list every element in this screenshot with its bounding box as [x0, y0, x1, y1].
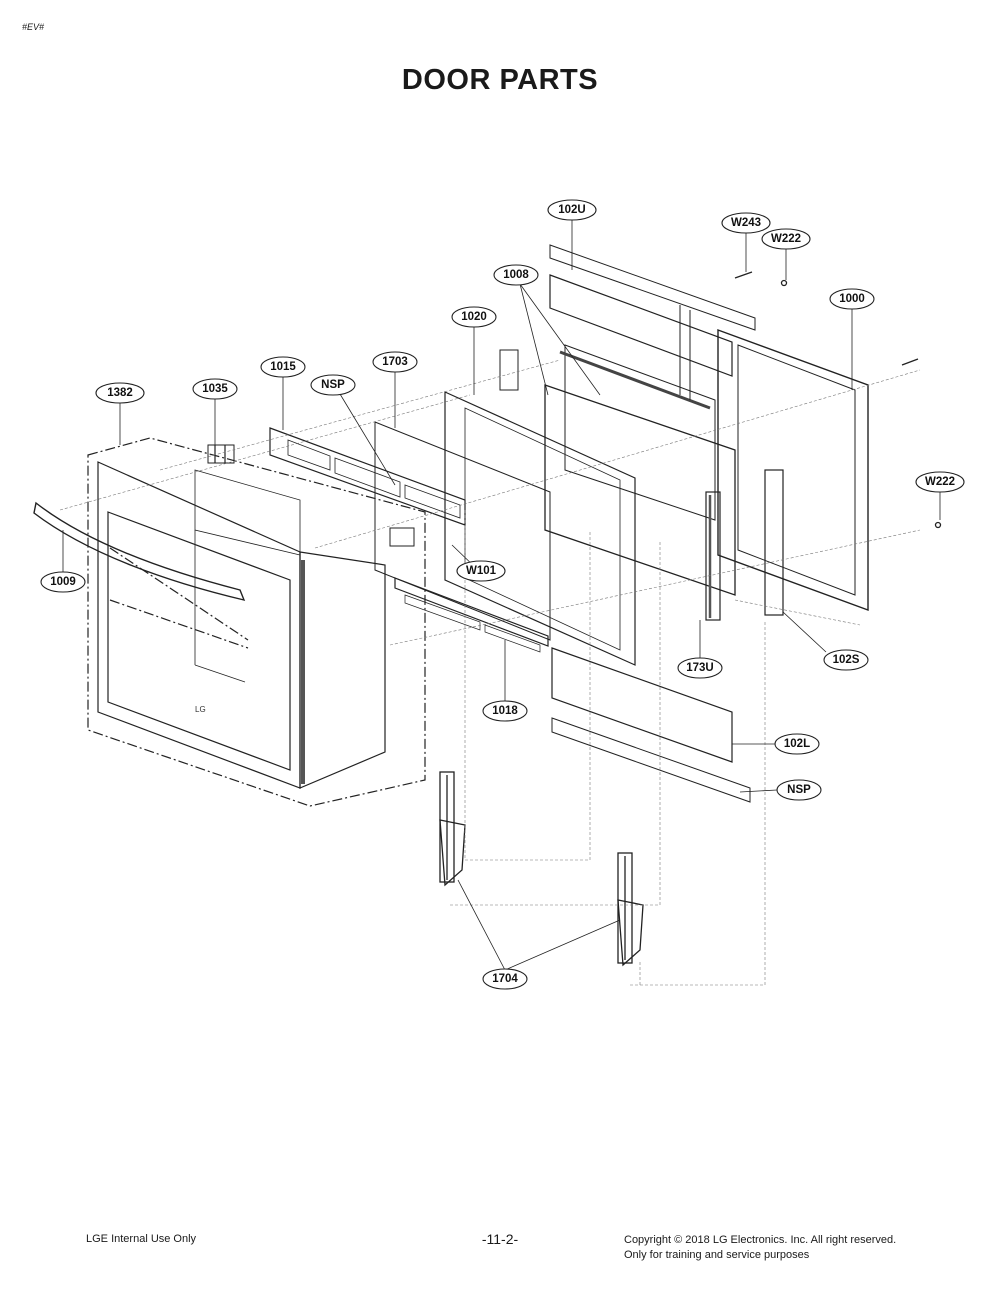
- copyright-line-2: Only for training and service purposes: [624, 1249, 810, 1261]
- guide-lines: [59, 359, 921, 986]
- callout-ellipses: [40, 199, 965, 990]
- callout-w222-top: W222: [771, 233, 801, 245]
- part-102s-insulation: [764, 469, 784, 616]
- copyright-line-1: Copyright © 2018 LG Electronics. Inc. Al…: [624, 1234, 897, 1246]
- callout-1703: 1703: [382, 356, 408, 368]
- callout-1000: 1000: [839, 293, 865, 305]
- part-102u-insulation: [549, 244, 756, 377]
- part-1009-handle: [33, 501, 249, 649]
- part-1018-inner-glass: [374, 421, 551, 653]
- callout-1018: 1018: [492, 705, 518, 717]
- part-1000-back-frame: [679, 305, 869, 612]
- callout-1015: 1015: [270, 361, 296, 373]
- callout-1020: 1020: [461, 311, 487, 323]
- callout-nsp-bottom: NSP: [787, 784, 811, 796]
- callout-102u: 102U: [558, 204, 586, 216]
- callout-102l: 102L: [784, 738, 810, 750]
- callout-1704: 1704: [492, 973, 518, 985]
- part-1008-glass: [544, 344, 736, 596]
- part-102l-insulation: [551, 647, 751, 803]
- leader-lines: [62, 219, 941, 971]
- page-number: -11-2-: [481, 1231, 519, 1247]
- part-1704-hinge-left: [439, 771, 466, 887]
- callout-1382: 1382: [107, 387, 133, 399]
- part-1382-front-panel: LG: [87, 437, 426, 807]
- document-code: #EV#: [22, 22, 45, 32]
- part-1015-top-bracket: [269, 427, 466, 526]
- callout-102s: 102S: [833, 654, 860, 666]
- part-1035-bracket: [207, 444, 415, 547]
- callout-1008: 1008: [503, 269, 529, 281]
- callout-w243: W243: [731, 217, 761, 229]
- callout-w222-right: W222: [925, 476, 955, 488]
- callout-nsp-top: NSP: [321, 379, 345, 391]
- footer-internal-use: LGE Internal Use Only: [86, 1233, 197, 1245]
- screws: [734, 271, 942, 529]
- svg-text:LG: LG: [195, 705, 206, 714]
- page-title: DOOR PARTS: [401, 64, 599, 96]
- callout-173u: 173U: [686, 662, 714, 674]
- callout-w101: W101: [466, 565, 497, 577]
- callout-1009: 1009: [50, 576, 76, 588]
- footer-copyright: Copyright © 2018 LG Electronics. Inc. Al…: [624, 1233, 896, 1263]
- part-1704-hinge-right: [617, 852, 644, 967]
- callout-1035: 1035: [202, 383, 228, 395]
